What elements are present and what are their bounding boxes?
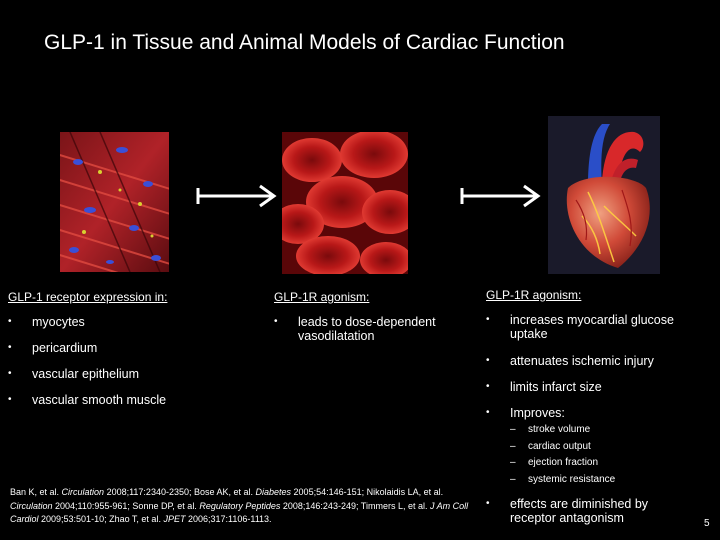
references: Ban K, et al. Circulation 2008;117:2340-… — [10, 486, 488, 527]
sub-list-item: –ejection fraction — [510, 457, 599, 468]
list-item: •myocytes — [8, 315, 85, 329]
reference-segment: 2004;110:955-961; Sonne DP, et al. — [52, 500, 200, 511]
reference-segment: Diabetes — [255, 487, 292, 497]
bullet-icon: • — [8, 316, 12, 327]
list-item: •increases myocardial glucose uptake — [486, 313, 674, 341]
arrow-right-icon — [196, 184, 277, 208]
bullet-icon: • — [486, 498, 490, 509]
bullet-icon: • — [486, 381, 490, 392]
improves-sub-list: –stroke volume –cardiac output –ejection… — [510, 424, 710, 490]
dash-icon: – — [510, 473, 516, 485]
dash-icon: – — [510, 440, 516, 452]
sub-list-item: –systemic resistance — [510, 473, 616, 485]
red-blood-cells-image — [282, 132, 408, 274]
list-item: •Improves: — [486, 406, 565, 420]
reference-segment: J Am Coll Cardiol — [10, 500, 469, 525]
dash-icon: – — [510, 424, 516, 435]
reference-segment: 2009;53:501-10; Zhao T, et al. — [38, 514, 164, 524]
reference-segment: Circulation — [61, 487, 105, 497]
list-item: •vascular smooth muscle — [8, 393, 167, 407]
column-2-heading: GLP-1R agonism: — [274, 290, 370, 304]
reference-segment: 2006;317:1106-1113. — [185, 514, 272, 524]
reference-segment: JPET — [163, 514, 186, 524]
sub-list-item: –stroke volume — [510, 424, 591, 435]
list-item: •attenuates ischemic injury — [486, 354, 654, 368]
heart-anatomy-image — [548, 116, 660, 274]
reference-segment: 2005;54:146-151; Nikolaidis LA, et al. — [291, 487, 444, 497]
arrow-right-icon — [460, 184, 541, 208]
column-3-final-list: •effects are diminished by receptor anta… — [486, 497, 686, 525]
reference-segment: 2008;117:2340-2350; Bose AK, et al. — [104, 487, 256, 497]
list-item: •leads to dose-dependent vasodilatation — [274, 315, 436, 343]
reference-segment: Ban K, et al. — [10, 487, 62, 497]
reference-segment: 2008;146:243-249; Timmers L, et al. — [280, 500, 430, 511]
column-3-list: •increases myocardial glucose uptake •at… — [486, 313, 706, 420]
bullet-icon: • — [274, 316, 278, 327]
list-item: •effects are diminished by receptor anta… — [486, 497, 649, 525]
column-3-heading: GLP-1R agonism: — [486, 288, 582, 302]
dash-icon: – — [510, 457, 516, 468]
reference-segment: Circulation — [10, 500, 53, 511]
column-2-list: •leads to dose-dependent vasodilatation — [274, 315, 464, 343]
bullet-icon: • — [486, 355, 490, 366]
page-number: 5 — [704, 518, 710, 529]
column-1-list: •myocytes •pericardium •vascular epithel… — [8, 315, 258, 407]
column-1-heading: GLP-1 receptor expression in: — [8, 290, 168, 304]
bullet-icon: • — [486, 314, 490, 325]
bullet-icon: • — [486, 407, 490, 418]
list-item: •pericardium — [8, 341, 98, 355]
sub-list-item: –cardiac output — [510, 440, 591, 452]
bullet-icon: • — [8, 368, 12, 379]
list-item: •vascular epithelium — [8, 367, 139, 381]
reference-segment: Regulatory Peptides — [199, 500, 281, 511]
bullet-icon: • — [8, 342, 12, 353]
slide-title: GLP-1 in Tissue and Animal Models of Car… — [44, 31, 565, 54]
cardiac-muscle-tissue-image — [60, 132, 169, 272]
list-item: •limits infarct size — [486, 380, 602, 394]
bullet-icon: • — [8, 394, 12, 405]
